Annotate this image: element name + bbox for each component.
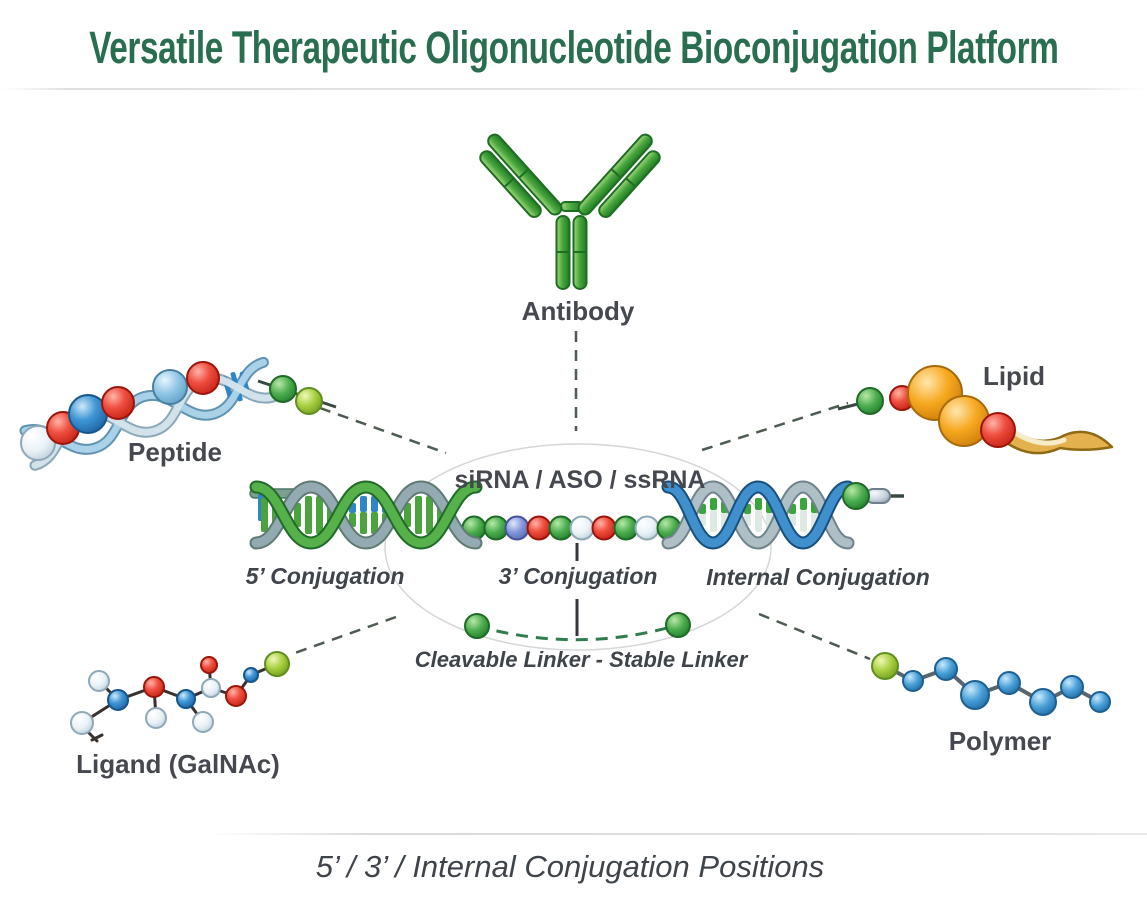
lipid-label: Lipid <box>982 361 1046 391</box>
ball <box>634 515 660 541</box>
ball <box>1060 675 1084 699</box>
conjugation-positions-caption: 5’ / 3’ / Internal Conjugation Positions <box>315 849 825 884</box>
polymer-icon <box>871 652 1111 716</box>
sirna-aso-ssrna-label: siRNA / ASO / ssRNA <box>454 466 706 494</box>
ball <box>101 386 135 420</box>
ball <box>856 387 884 415</box>
ball <box>243 667 259 683</box>
ball <box>192 711 214 733</box>
ball <box>569 515 595 541</box>
ball <box>591 515 617 541</box>
ball <box>504 515 530 541</box>
antibody-stem <box>555 215 588 290</box>
ball <box>264 651 290 677</box>
ball <box>483 515 509 541</box>
linker-ball <box>464 613 490 639</box>
linker-arc <box>464 612 691 642</box>
internal-helix <box>661 480 904 550</box>
platform-ellipse <box>384 443 772 651</box>
ball <box>997 671 1021 695</box>
antibody-label: Antibody <box>521 296 635 326</box>
ball <box>145 707 167 729</box>
internal-conjugation-label: Internal Conjugation <box>706 564 930 590</box>
galnac-ligand-icon <box>70 651 290 743</box>
ball <box>613 515 639 541</box>
ball <box>107 689 129 711</box>
lipid-icon <box>837 365 1114 455</box>
connector-polymer <box>758 612 871 661</box>
connector-peptide <box>319 406 447 455</box>
linker-ball <box>665 612 691 638</box>
page-title: Versatile Therapeutic Oligonucleotide Bi… <box>88 22 1059 73</box>
ball <box>176 689 196 709</box>
oligo-construct-icon <box>249 443 904 651</box>
ball <box>88 670 110 692</box>
ball <box>980 412 1016 448</box>
ball <box>295 387 323 415</box>
antibody-icon <box>479 133 661 290</box>
title-bar: Versatile Therapeutic Oligonucleotide Bi… <box>0 22 1147 74</box>
polymer-label: Polymer <box>948 726 1052 756</box>
five-prime-conjugation-label: 5’ Conjugation <box>245 563 405 589</box>
three-prime-conjugation-label: 3’ Conjugation <box>498 563 658 589</box>
ball <box>152 369 188 405</box>
ball <box>1089 691 1111 713</box>
ball <box>200 656 218 674</box>
ball <box>269 375 297 403</box>
connector-lipid <box>701 401 849 452</box>
ball <box>70 711 94 735</box>
ball <box>1029 688 1057 716</box>
ball <box>548 515 574 541</box>
ball <box>186 361 220 395</box>
ball <box>842 482 870 510</box>
ball <box>960 680 990 710</box>
peptide-label: Peptide <box>128 437 222 467</box>
antibody-right-arm <box>577 133 661 218</box>
connector-ligand <box>291 615 397 656</box>
cleavable-stable-linker-label: Cleavable Linker - Stable Linker <box>414 647 748 672</box>
ball <box>902 670 924 692</box>
antibody-left-arm <box>479 133 563 218</box>
ball <box>934 657 958 681</box>
title-divider <box>0 88 1147 90</box>
ball <box>526 515 552 541</box>
footer-divider <box>205 833 1147 835</box>
ligand-galnac-label: Ligand (GalNAc) <box>76 749 280 779</box>
ball <box>938 395 990 447</box>
helix-rungs-right <box>699 498 818 532</box>
nucleotide-chain <box>461 515 682 541</box>
ball <box>225 685 247 707</box>
ball <box>143 676 165 698</box>
ball <box>201 678 221 698</box>
peptide-icon <box>19 356 337 471</box>
ball <box>871 652 899 680</box>
five-prime-helix <box>249 480 483 550</box>
